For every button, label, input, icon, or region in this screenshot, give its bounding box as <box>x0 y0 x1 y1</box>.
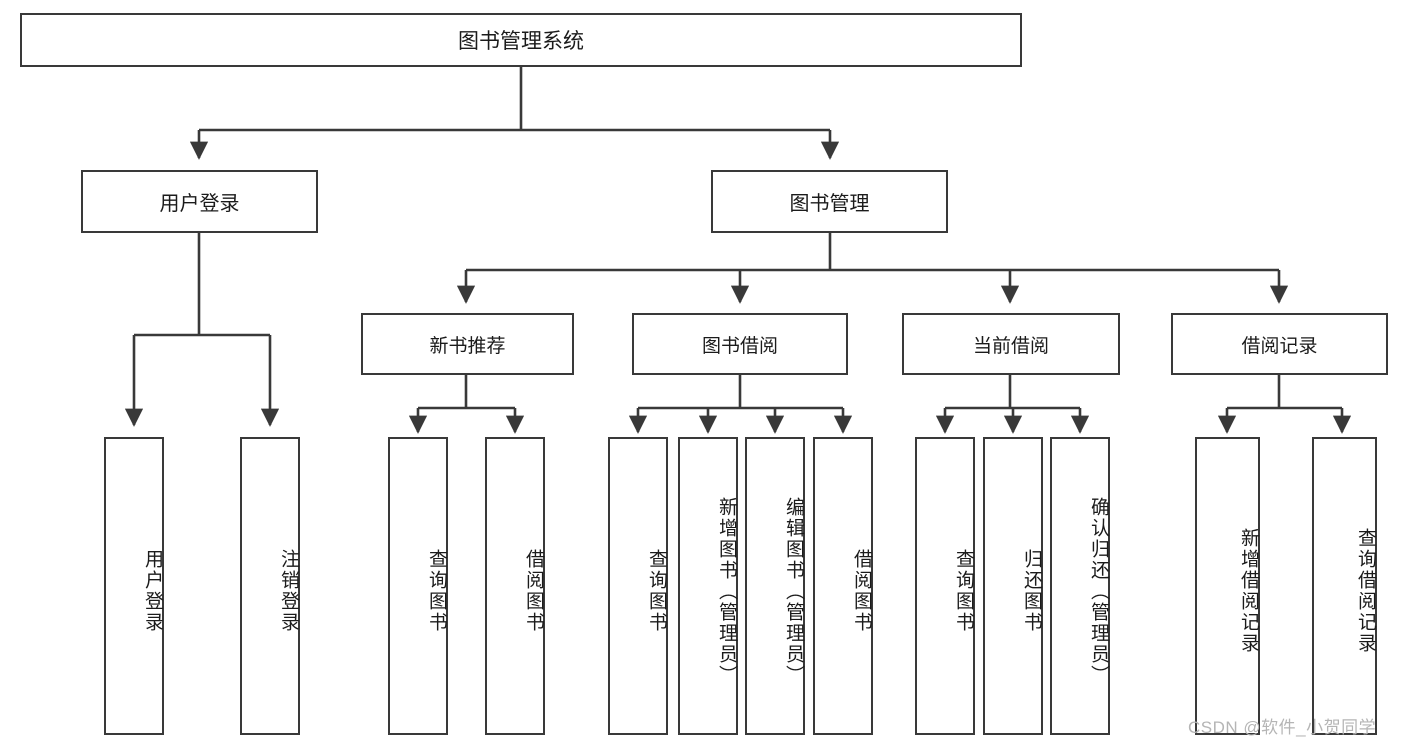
leaf-current-borrow-return-book[interactable]: 归还图书 <box>983 437 1043 735</box>
leaf-user-login-login[interactable]: 用户登录 <box>104 437 164 735</box>
node-label: 借阅图书 <box>523 549 544 633</box>
node-book-borrow[interactable]: 图书借阅 <box>632 313 848 375</box>
node-label: 用户登录 <box>159 193 240 215</box>
leaf-new-book-query-book[interactable]: 查询图书 <box>388 437 448 735</box>
leaf-user-login-logout[interactable]: 注销登录 <box>240 437 300 735</box>
node-book-management[interactable]: 图书管理 <box>711 170 948 233</box>
leaf-book-borrow-borrow-book[interactable]: 借阅图书 <box>813 437 873 735</box>
node-label: 新书推荐 <box>429 335 506 357</box>
node-label: 图书借阅 <box>701 335 778 357</box>
leaf-book-borrow-edit-book[interactable]: 编辑图书（管理员） <box>745 437 805 735</box>
node-label: 新增图书（管理员） <box>716 496 737 686</box>
node-label: 新增借阅记录 <box>1238 528 1259 654</box>
node-label: 查询图书 <box>646 549 667 633</box>
node-label: 编辑图书（管理员） <box>783 496 804 686</box>
node-label: 确认归还（管理员） <box>1088 496 1109 686</box>
leaf-borrow-record-query-record[interactable]: 查询借阅记录 <box>1312 437 1377 735</box>
leaf-current-borrow-confirm-return[interactable]: 确认归还（管理员） <box>1050 437 1110 735</box>
leaf-borrow-record-add-record[interactable]: 新增借阅记录 <box>1195 437 1260 735</box>
leaf-book-borrow-query-book[interactable]: 查询图书 <box>608 437 668 735</box>
node-label: 归还图书 <box>1021 549 1042 633</box>
node-user-login[interactable]: 用户登录 <box>81 170 318 233</box>
node-label: 图书管理系统 <box>458 30 584 53</box>
node-borrow-record[interactable]: 借阅记录 <box>1171 313 1388 375</box>
node-label: 图书管理 <box>789 193 870 215</box>
node-label: 查询借阅记录 <box>1355 528 1376 654</box>
leaf-new-book-borrow-book[interactable]: 借阅图书 <box>485 437 545 735</box>
node-label: 查询图书 <box>953 549 974 633</box>
node-new-book-recommend[interactable]: 新书推荐 <box>361 313 574 375</box>
csdn-watermark: CSDN @软件_小贺同学 <box>1188 718 1377 737</box>
node-label: 查询图书 <box>426 549 447 633</box>
leaf-current-borrow-query-book[interactable]: 查询图书 <box>915 437 975 735</box>
node-label: 用户登录 <box>142 549 163 633</box>
node-root-book-management-system[interactable]: 图书管理系统 <box>20 13 1022 67</box>
node-current-borrow[interactable]: 当前借阅 <box>902 313 1120 375</box>
node-label: 借阅记录 <box>1241 335 1318 357</box>
node-label: 借阅图书 <box>851 549 872 633</box>
leaf-book-borrow-add-book[interactable]: 新增图书（管理员） <box>678 437 738 735</box>
node-label: 当前借阅 <box>972 335 1049 357</box>
node-label: 注销登录 <box>278 549 299 633</box>
